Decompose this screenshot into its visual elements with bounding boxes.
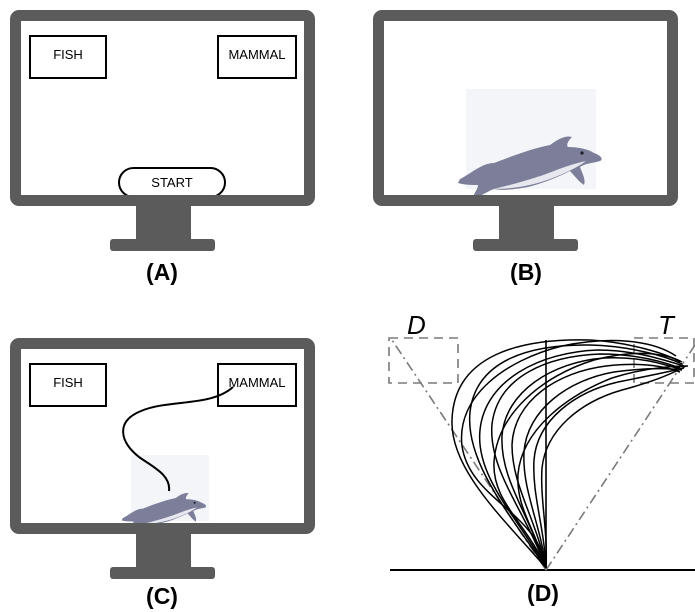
target-guide-line bbox=[545, 344, 695, 571]
monitor-neck bbox=[136, 534, 191, 572]
trajectory-line bbox=[540, 365, 687, 569]
trajectory-line bbox=[491, 353, 681, 569]
trajectory-plot: D T bbox=[380, 300, 695, 580]
monitor-b bbox=[373, 10, 678, 260]
caption-d: (D) bbox=[527, 580, 559, 606]
caption-c: (C) bbox=[146, 583, 178, 609]
distractor-label: D bbox=[407, 310, 426, 340]
mammal-response-box[interactable]: MAMMAL bbox=[217, 35, 297, 79]
monitor-screen: FISH MAMMAL bbox=[21, 349, 304, 523]
trajectory-line bbox=[478, 349, 685, 569]
monitor-screen bbox=[384, 21, 667, 195]
fish-response-box[interactable]: FISH bbox=[29, 363, 107, 407]
monitor-stand bbox=[110, 239, 215, 251]
dolphin-icon bbox=[458, 136, 602, 195]
distractor-box bbox=[388, 337, 459, 384]
trajectory-line bbox=[493, 352, 683, 569]
dolphin-icon bbox=[121, 493, 207, 523]
trajectory-line bbox=[501, 356, 683, 569]
trajectory-line bbox=[523, 367, 683, 569]
mouse-trajectory bbox=[122, 386, 234, 492]
trajectory-line bbox=[468, 344, 683, 569]
trajectory-line bbox=[451, 339, 681, 569]
target-box bbox=[633, 337, 695, 384]
start-button[interactable]: START bbox=[118, 167, 226, 195]
caption-b: (B) bbox=[510, 259, 542, 285]
monitor-neck bbox=[136, 206, 191, 244]
caption-a: (A) bbox=[146, 259, 178, 285]
monitor-neck bbox=[499, 206, 554, 244]
monitor-a: FISH MAMMAL START bbox=[10, 10, 315, 260]
trajectory-plot-canvas bbox=[388, 337, 695, 571]
fish-response-box[interactable]: FISH bbox=[29, 35, 107, 79]
trajectory-line bbox=[460, 339, 677, 569]
mammal-response-box[interactable]: MAMMAL bbox=[217, 363, 297, 407]
monitor-stand bbox=[473, 239, 578, 251]
trajectory-line bbox=[533, 367, 685, 569]
target-label: T bbox=[658, 310, 674, 340]
trajectory-line bbox=[511, 363, 681, 569]
trajectory-line bbox=[517, 365, 689, 569]
monitor-screen: FISH MAMMAL START bbox=[21, 21, 304, 195]
monitor-c: FISH MAMMAL bbox=[10, 338, 315, 588]
monitor-stand bbox=[110, 567, 215, 579]
trajectory-lines bbox=[451, 339, 689, 569]
